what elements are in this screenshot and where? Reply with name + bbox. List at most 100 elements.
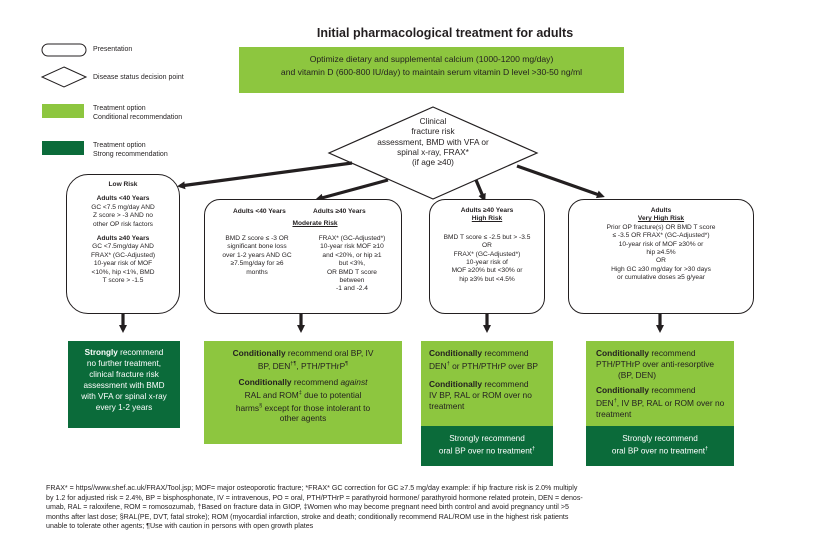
arrow-to-high-risk	[474, 179, 486, 202]
moderate-under40-line3: over 1-2 years AND GC	[222, 251, 292, 259]
high-strong-line1: Strongly recommend	[449, 434, 525, 443]
moderate-risk-recommendation: Conditionally recommend oral BP, IV BP, …	[204, 341, 402, 444]
vh-rec-p2-l2a: DEN	[596, 397, 614, 408]
very-high-risk-strong-recommendation: Strongly recommend oral BP over no treat…	[586, 426, 734, 466]
high-strong-line2: oral BP over no treatment†	[421, 444, 553, 457]
moderate-rec-p2-l3a: harms	[235, 402, 260, 413]
moderate-rec-p2-against: against	[340, 376, 368, 387]
low-risk-over40-line2: FRAX* (GC-Adjusted)	[90, 251, 156, 259]
very-high-risk-line4: hip ≥4.5%	[646, 249, 676, 257]
footnote-line3: umab, RAL = raloxifene, ROM = romosozuma…	[46, 503, 569, 512]
high-risk-heading: Adults ≥40 Years	[460, 207, 514, 214]
page-title: Initial pharmacological treatment for ad…	[316, 26, 574, 40]
moderate-under40-line1: BMD Z score ≤ -3 OR	[225, 235, 289, 242]
high-risk-box: Adults ≥40 Years High Risk BMD T score ≤…	[429, 199, 545, 314]
moderate-rec-p2-line2: RAL and ROM‡ due to potential	[204, 388, 402, 401]
moderate-rec-sup4: §	[259, 402, 263, 409]
low-rec-line5: with VFA or spinal x-ray	[81, 392, 167, 401]
vh-rec-p1-line1: Conditionally recommend	[596, 348, 734, 359]
moderate-under40-line2: significant bone loss	[227, 243, 287, 251]
vh-strong-line1: Strongly recommend	[622, 434, 698, 443]
moderate-rec-p2-rest: recommend	[291, 376, 341, 387]
low-risk-over40-line4: <10%, hip <1%, BMD	[91, 268, 155, 276]
arrow-to-low-risk	[177, 161, 353, 190]
decision-line-2: fracture risk	[411, 126, 455, 137]
decision-text: Clinical fracture risk assessment, BMD w…	[349, 116, 517, 167]
legend-dark-green-shape	[42, 141, 84, 155]
moderate-rec-p2-l2a: RAL and ROM	[244, 389, 299, 400]
footnote-line2: by 1.2 for adjusted risk = 2.4%, BP = bi…	[46, 493, 583, 502]
vh-rec-p2-bold: Conditionally	[596, 385, 650, 395]
low-risk-box: Low Risk Adults <40 Years GC <7.5 mg/day…	[66, 174, 180, 314]
very-high-risk-recommendation: Conditionally recommend PTH/PTHrP over a…	[586, 341, 734, 426]
moderate-under40-line4: ≥7.5mg/day for ≥6	[230, 260, 284, 268]
very-high-risk-line5: OR	[656, 257, 666, 265]
high-risk-strong-recommendation: Strongly recommend oral BP over no treat…	[421, 426, 553, 466]
moderate-rec-sup3: ‡	[298, 389, 302, 396]
moderate-risk-box: Adults <40 Years Adults ≥40 Years Modera…	[204, 199, 402, 314]
vh-rec-p1-bold: Conditionally	[596, 348, 650, 358]
moderate-over40-line5: OR BMD T score	[327, 268, 377, 276]
arrow-to-very-high-risk	[516, 164, 605, 199]
vh-strong-sup: †	[705, 446, 709, 452]
moderate-rec-p1-l2b: , PTH/PTHrP	[296, 360, 346, 371]
moderate-over40-heading: Adults ≥40 Years	[313, 208, 366, 215]
vh-rec-p1-line2: PTH/PTHrP over anti-resorptive	[596, 359, 715, 369]
low-rec-line1: Strongly recommend	[68, 347, 180, 358]
low-risk-under40-line1: GC <7.5 mg/day AND	[91, 203, 155, 211]
moderate-rec-p2-bold: Conditionally	[238, 376, 292, 387]
low-risk-over40-line3: 10-year risk of MOF	[93, 260, 153, 268]
vh-rec-p2-line3: treatment	[596, 408, 632, 419]
decision-line-3: assessment, BMD with VFA or	[377, 136, 489, 147]
low-risk-over40-heading: Adults ≥40 Years	[96, 235, 150, 243]
vh-rec-p2-l2b: , IV BP, RAL or ROM over no	[616, 397, 725, 408]
moderate-under40-line5: months	[246, 268, 268, 276]
high-risk-line5: MOF ≥20% but <30% or	[451, 267, 523, 275]
moderate-rec-p2-line4: other agents	[279, 413, 327, 424]
low-risk-under40-line2: Z score > -3 AND no	[93, 212, 153, 220]
legend-strong-label: Treatment option Strong recommendation	[93, 141, 233, 159]
moderate-over40-line7: -1 and -2.4	[336, 285, 368, 293]
decision-line-1: Clinical	[419, 116, 447, 126]
low-risk-over40-line5: T score > -1.5	[102, 277, 144, 285]
vh-strong-line2: oral BP over no treatment†	[586, 444, 734, 457]
arrow-to-moderate-risk	[315, 178, 389, 202]
very-high-risk-line7: or cumulative doses ≥5 g/year	[617, 274, 705, 282]
low-rec-line2: no further treatment,	[86, 359, 162, 368]
moderate-over40-line6: between	[339, 277, 365, 285]
moderate-rec-p2-l3b: except for those intolerant to	[264, 402, 371, 413]
vh-rec-p2-line1: Conditionally recommend	[596, 385, 734, 396]
high-strong-sup: †	[532, 446, 536, 452]
decision-line-4: spinal x-ray, FRAX*	[397, 146, 469, 157]
footnote-line5: unable to tolerate other agents; ¶Use wi…	[46, 522, 314, 531]
decision-diamond	[327, 106, 539, 200]
legend-presentation-label: Presentation	[93, 46, 133, 53]
moderate-rec-p1-line2: BP, DEN†¶, PTH/PTHrP¶	[204, 359, 402, 372]
high-strong-l2-text: oral BP over no treatment	[438, 446, 533, 456]
high-rec-p1-bold: Conditionally	[429, 348, 483, 358]
high-risk-line4: 10-year risk of	[466, 259, 508, 267]
high-rec-p1-l2a: DEN	[429, 360, 447, 371]
legend-light-green-shape	[42, 104, 84, 118]
legend-strong-line2: Strong recommendation	[93, 151, 168, 158]
moderate-over40-line3: and <20%, or hip ≥1	[322, 251, 382, 259]
very-high-risk-box: Adults Very High Risk Prior OP fracture(…	[568, 199, 754, 314]
low-risk-under40-heading: Adults <40 Years	[96, 195, 150, 203]
footnote-line4: months after last dose; §RAL(PE, DVT, fa…	[46, 512, 569, 521]
legend-conditional-line2: Conditional recommendation	[93, 114, 183, 121]
very-high-risk-title: Very High Risk	[637, 215, 685, 223]
legend-diamond-shape	[40, 66, 88, 88]
low-rec-line4: assessment with BMD	[83, 381, 165, 390]
moderate-over40-line2: 10-year risk MOF ≥10	[320, 243, 384, 251]
high-rec-p1-line2: DEN† or PTH/PTHrP over BP	[429, 359, 553, 372]
calcium-vitamin-d-box: Optimize dietary and supplemental calciu…	[239, 47, 624, 93]
moderate-rec-p1-rest: recommend oral BP, IV	[285, 348, 374, 358]
moderate-over40-criteria: FRAX* (GC-Adjusted*) 10-year risk MOF ≥1…	[305, 235, 399, 294]
footnotes: FRAX* = https//www.shef.ac.uk/FRAX/Tool.…	[46, 484, 786, 532]
very-high-risk-line6: High GC ≥30 mg/day for >30 days	[611, 265, 711, 273]
very-high-risk-line3: 10-year risk of MOF ≥30% or	[618, 240, 704, 248]
decision-line-5: (if age ≥40)	[412, 157, 454, 168]
moderate-over40-line1: FRAX* (GC-Adjusted*)	[318, 235, 386, 242]
legend-decision-label: Disease status decision point	[93, 74, 184, 81]
